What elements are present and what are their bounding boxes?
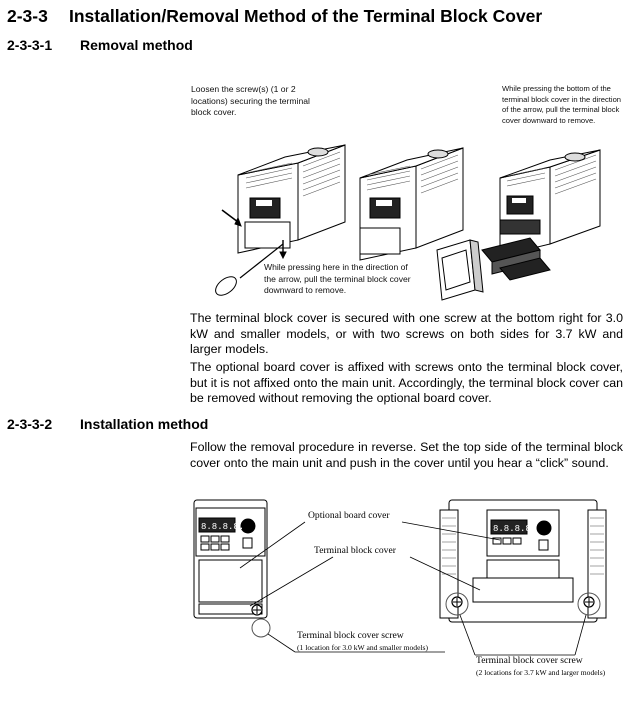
label-screw-large: Terminal block cover screw <box>476 655 583 666</box>
label-optional-board-cover: Optional board cover <box>308 510 390 521</box>
section-number: 2-3-3 <box>7 6 48 26</box>
section-heading: 2-3-3 Installation/Removal Method of the … <box>7 6 542 27</box>
display-digits-small: 8.8.8.8. <box>201 522 244 532</box>
removal-number: 2-3-3-1 <box>7 37 53 53</box>
callout-loosen-screws: Loosen the screw(s) (1 or 2 locations) s… <box>191 84 310 117</box>
removal-paragraph-2: The optional board cover is affixed with… <box>190 360 623 406</box>
installation-title: Installation method <box>80 416 209 432</box>
removal-illustration <box>215 144 601 301</box>
installation-number: 2-3-3-2 <box>7 416 53 432</box>
display-digits-large: 8.8.8.8. <box>493 524 536 534</box>
label-terminal-block-cover: Terminal block cover <box>314 545 396 556</box>
inverter-unit-3 <box>481 149 601 281</box>
leader-lines <box>239 521 587 656</box>
callout-press-bottom: While pressing the bottom of the termina… <box>502 84 622 125</box>
label-screw-small-note: (1 location for 3.0 kW and smaller model… <box>297 643 429 652</box>
small-inverter-front <box>193 499 271 638</box>
callout-press-here: While pressing here in the direction of … <box>264 262 411 295</box>
installation-paragraph: Follow the removal procedure in reverse.… <box>190 440 623 470</box>
inverter-unit-1 <box>215 144 346 296</box>
removal-heading: 2-3-3-1 Removal method <box>7 37 193 53</box>
label-screw-small: Terminal block cover screw <box>297 630 404 641</box>
section-title: Installation/Removal Method of the Termi… <box>69 6 543 26</box>
inverter-unit-2 <box>359 147 484 301</box>
removal-title: Removal method <box>80 37 193 53</box>
installation-heading: 2-3-3-2 Installation method <box>7 416 208 432</box>
removal-paragraph-1: The terminal block cover is secured with… <box>190 311 623 357</box>
label-screw-large-note: (2 locations for 3.7 kW and larger model… <box>476 668 606 677</box>
large-inverter-front <box>439 499 607 623</box>
